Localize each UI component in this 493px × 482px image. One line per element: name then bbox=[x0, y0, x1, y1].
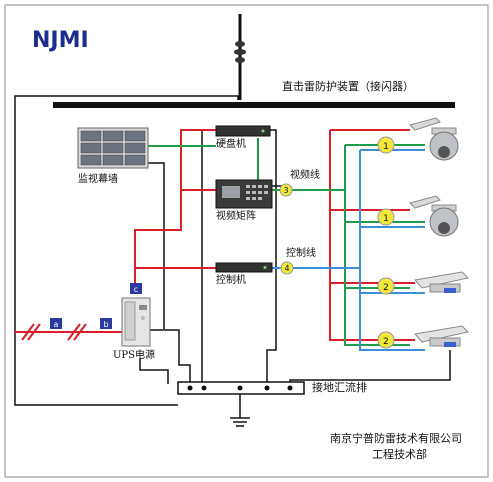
signal-protector-4: 4 bbox=[280, 261, 294, 275]
protector-b: b bbox=[100, 318, 112, 329]
svg-text:3: 3 bbox=[283, 186, 288, 195]
lightning-protection-bar bbox=[53, 102, 455, 108]
protector-c: c bbox=[130, 283, 142, 294]
video-matrix-label: 视频矩阵 bbox=[216, 209, 256, 222]
ups-label: UPS电源 bbox=[113, 348, 155, 361]
company-name: 南京宁普防雷技术有限公司 bbox=[330, 431, 462, 445]
svg-text:1: 1 bbox=[383, 142, 389, 152]
svg-text:1: 1 bbox=[383, 214, 389, 224]
lightning-rod-mast bbox=[234, 14, 246, 100]
department-name: 工程技术部 bbox=[372, 447, 427, 461]
svg-text:a: a bbox=[54, 320, 59, 329]
diagram-frame bbox=[4, 4, 489, 478]
control-line-label: 控制线 bbox=[286, 246, 316, 259]
protector-a: a bbox=[50, 318, 62, 329]
power-line-break-marks bbox=[21, 323, 87, 341]
video-line-label: 视频线 bbox=[290, 168, 320, 181]
ground-symbol bbox=[230, 417, 250, 427]
controller-label: 控制机 bbox=[216, 273, 246, 286]
ups-unit bbox=[121, 297, 151, 347]
signal-protector-1-bottom: 1 bbox=[377, 208, 395, 226]
video-matrix bbox=[215, 179, 273, 209]
video-wiring bbox=[148, 138, 425, 346]
box-camera-top bbox=[414, 271, 470, 293]
monitor-wall bbox=[77, 127, 149, 169]
box-camera-bottom bbox=[414, 325, 470, 347]
controller bbox=[215, 262, 273, 273]
dome-camera-bottom bbox=[409, 195, 459, 237]
svg-text:2: 2 bbox=[383, 283, 389, 293]
svg-text:c: c bbox=[134, 285, 138, 294]
svg-text:b: b bbox=[103, 320, 108, 329]
hdd-recorder-label: 硬盘机 bbox=[216, 137, 246, 150]
signal-protector-2-bottom: 2 bbox=[377, 331, 395, 349]
ground-bus-label: 接地汇流排 bbox=[312, 380, 367, 394]
monitor-wall-label: 监视幕墙 bbox=[78, 172, 118, 185]
company-logo: NJMI bbox=[30, 28, 98, 53]
svg-text:4: 4 bbox=[284, 264, 289, 273]
lightning-device-label: 直击雷防护装置（接闪器） bbox=[282, 79, 414, 93]
signal-protector-2-top: 2 bbox=[377, 277, 395, 295]
hdd-recorder bbox=[215, 125, 271, 137]
svg-text:2: 2 bbox=[383, 337, 389, 347]
ground-bus-bar bbox=[177, 381, 305, 395]
dome-camera-top bbox=[409, 117, 459, 161]
power-wiring bbox=[14, 129, 415, 341]
signal-protector-1-top: 1 bbox=[377, 136, 395, 154]
signal-protector-3: 3 bbox=[279, 183, 293, 197]
logo-text: NJMI bbox=[32, 28, 89, 53]
